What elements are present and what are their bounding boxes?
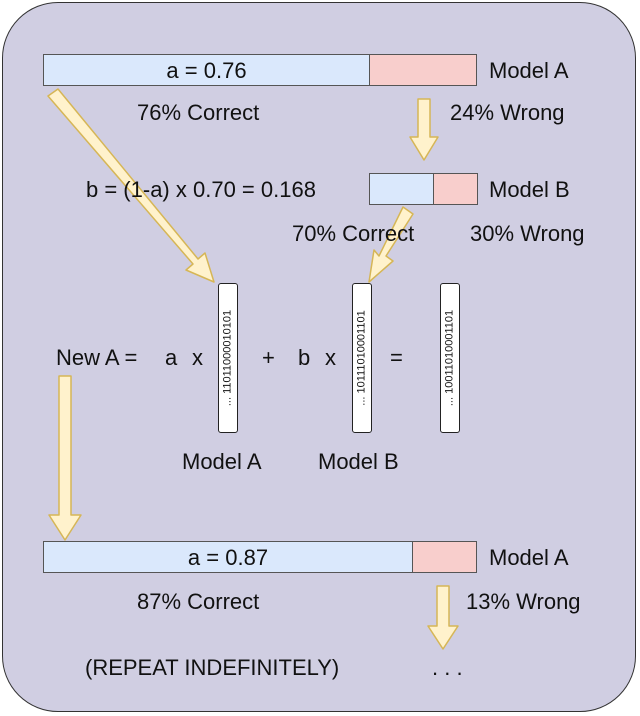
top-bar-label: a = 0.76 <box>166 58 247 83</box>
arrow-new-a-to-bottom <box>48 375 82 541</box>
bottom-correct-label: 87% Correct <box>137 589 260 614</box>
eq-times-2: x <box>325 345 336 370</box>
eq-a-symbol: a <box>165 345 178 370</box>
top-correct-label: 76% Correct <box>137 100 260 125</box>
bottom-wrong-bar <box>412 541 477 573</box>
continuation-ellipsis: . . . <box>432 655 463 680</box>
vector-model-b: ... 10111010001101 <box>352 283 372 433</box>
model-b-label: Model B <box>489 177 570 202</box>
eq-equals: = <box>390 345 403 370</box>
eq-plus: + <box>262 345 275 370</box>
vector-b-label: Model B <box>318 449 399 474</box>
vector-b-bits: ... 10111010001101 <box>355 310 368 406</box>
bottom-bar-label: a = 0.87 <box>187 545 269 570</box>
vector-model-a: ... 11011000010101 <box>218 283 238 433</box>
bottom-wrong-label: 13% Wrong <box>466 589 581 614</box>
new-a-label: New A = <box>56 345 138 370</box>
bottom-model-label: Model A <box>489 545 569 570</box>
arrow-top-to-vector-a <box>47 88 215 283</box>
repeat-label: (REPEAT INDEFINITELY) <box>85 655 340 680</box>
arrow-model-b-to-vector-b <box>368 206 414 283</box>
top-wrong-bar <box>369 54 477 86</box>
bottom-correct-bar <box>43 541 413 573</box>
eq-b-symbol: b <box>298 345 311 370</box>
vector-result-bits: ... 10011010001101 <box>443 309 456 407</box>
vector-a-bits: ... 11011000010101 <box>221 309 234 407</box>
vector-a-label: Model A <box>182 449 262 474</box>
top-correct-bar <box>43 54 370 86</box>
model-b-wrong-label: 30% Wrong <box>470 221 585 246</box>
arrow-bottom-wrong <box>427 585 459 650</box>
eq-times-1: x <box>192 345 203 370</box>
model-b-correct-bar <box>369 173 434 205</box>
model-b-wrong-bar <box>433 173 478 205</box>
vector-result: ... 10011010001101 <box>440 283 460 433</box>
top-model-label: Model A <box>489 58 569 83</box>
model-b-formula: b = (1-a) x 0.70 = 0.168 <box>86 177 316 202</box>
arrow-wrong-to-model-b <box>409 98 439 161</box>
top-wrong-label: 24% Wrong <box>450 100 565 125</box>
model-b-correct-label: 70% Correct <box>292 221 415 246</box>
